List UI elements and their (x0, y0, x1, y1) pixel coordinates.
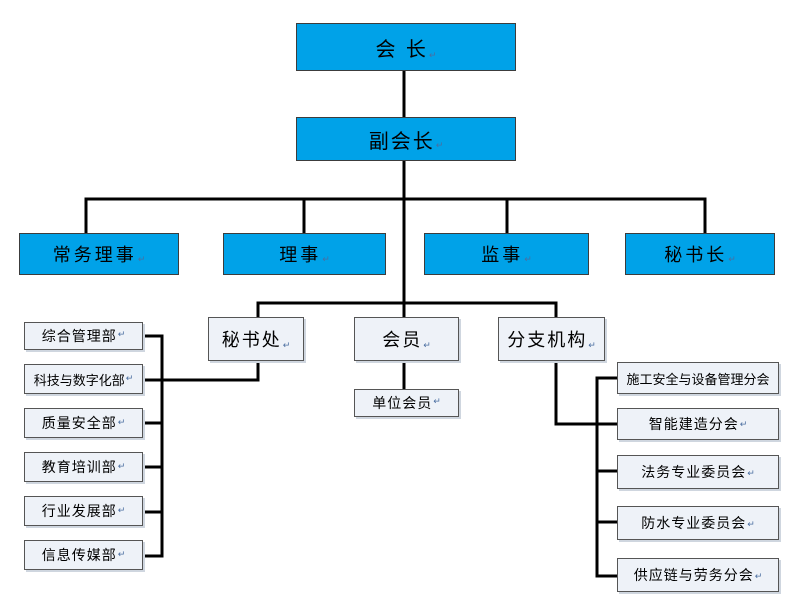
department-label: 科技与数字化部 (33, 373, 125, 389)
secretary-general-box: 秘书长↵ (625, 233, 775, 275)
paragraph-mark-icon: ↵ (588, 341, 596, 351)
department-box: 教育培训部↵ (24, 452, 143, 482)
branch-label: 施工安全与设备管理分会 (626, 372, 770, 388)
paragraph-mark-icon: ↵ (728, 255, 736, 265)
paragraph-mark-icon: ↵ (117, 506, 126, 516)
branch-box: 法务专业委员会↵ (617, 455, 779, 489)
paragraph-mark-icon: ↵ (747, 469, 755, 479)
paragraph-mark-icon: ↵ (428, 51, 437, 61)
supervisor-box: 监事↵ (424, 233, 589, 275)
department-label: 教育培训部 (41, 460, 117, 476)
president-box: 会 长↵ (296, 23, 516, 71)
department-box: 科技与数字化部↵ (24, 364, 143, 394)
paragraph-mark-icon: ↵ (125, 374, 134, 384)
branch-box: 智能建造分会↵ (617, 408, 779, 440)
vice-president-label: 副会长 (368, 128, 435, 153)
secretary-general-label: 秘书长 (664, 245, 728, 266)
branch-label: 智能建造分会 (648, 417, 739, 433)
paragraph-mark-icon: ↵ (423, 341, 431, 351)
director-label: 理事 (279, 245, 322, 266)
secretariat-box: 秘书处↵ (208, 317, 304, 361)
department-label: 综合管理部 (41, 329, 117, 345)
branch-box: 施工安全与设备管理分会 (617, 362, 779, 394)
paragraph-mark-icon: ↵ (137, 255, 146, 265)
department-box: 信息传媒部↵ (24, 540, 143, 570)
president-label: 会 长 (375, 36, 428, 61)
branch-box: 供应链与劳务分会↵ (617, 558, 779, 592)
standing-director-label: 常务理事 (52, 245, 137, 266)
member-type-box: 单位会员↵ (354, 389, 459, 417)
paragraph-mark-icon: ↵ (524, 255, 532, 265)
paragraph-mark-icon: ↵ (435, 141, 444, 151)
branch-label: 防水专业委员会 (641, 516, 747, 532)
members-label: 会员 (382, 330, 423, 351)
members-box: 会员↵ (354, 317, 459, 361)
paragraph-mark-icon: ↵ (117, 418, 126, 428)
member-type-label: 单位会员 (372, 396, 433, 412)
secretariat-label: 秘书处 (221, 330, 282, 351)
branches-box: 分支机构↵ (498, 317, 605, 361)
paragraph-mark-icon: ↵ (747, 520, 755, 530)
branch-label: 法务专业委员会 (641, 465, 747, 481)
department-label: 质量安全部 (41, 416, 117, 432)
paragraph-mark-icon: ↵ (117, 462, 126, 472)
department-label: 行业发展部 (41, 504, 117, 520)
paragraph-mark-icon: ↵ (117, 550, 126, 560)
department-box: 质量安全部↵ (24, 408, 143, 438)
department-box: 行业发展部↵ (24, 496, 143, 526)
branch-box: 防水专业委员会↵ (617, 506, 779, 540)
department-label: 信息传媒部 (41, 548, 117, 564)
supervisor-label: 监事 (481, 245, 524, 266)
paragraph-mark-icon: ↵ (739, 420, 748, 430)
department-box: 综合管理部↵ (24, 322, 143, 350)
vice-president-box: 副会长↵ (296, 117, 516, 161)
paragraph-mark-icon: ↵ (433, 397, 441, 407)
standing-director-box: 常务理事↵ (19, 233, 179, 275)
branch-label: 供应链与劳务分会 (633, 568, 754, 584)
paragraph-mark-icon: ↵ (322, 255, 330, 265)
director-box: 理事↵ (223, 233, 386, 275)
paragraph-mark-icon: ↵ (754, 572, 763, 582)
paragraph-mark-icon: ↵ (282, 341, 291, 351)
paragraph-mark-icon: ↵ (117, 330, 126, 340)
branches-label: 分支机构 (507, 330, 588, 351)
